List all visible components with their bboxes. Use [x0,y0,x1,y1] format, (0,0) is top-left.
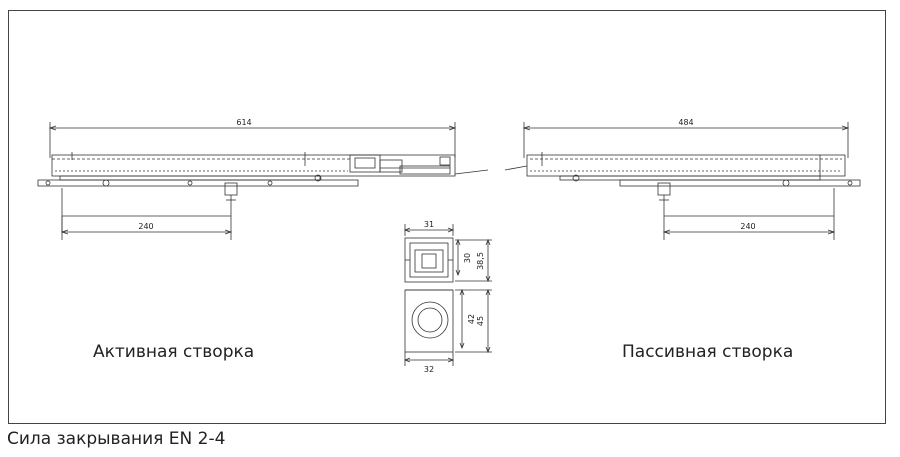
dim-section-height-outer: 38,5 [476,252,485,270]
cross-section-drawing [403,224,492,366]
closing-force-caption: Сила закрывания EN 2-4 [7,429,226,449]
active-closer-drawing [37,122,489,240]
dim-active-length: 614 [236,118,251,127]
dim-passive-length: 484 [678,118,693,127]
drawing-frame [8,10,886,424]
passive-leaf-label: Пассивная створка [622,342,794,362]
passive-closer-drawing [504,122,861,240]
dim-section-width-bottom: 32 [424,365,434,374]
dim-section-height-lower-inner: 42 [467,314,476,324]
dim-active-arm: 240 [138,222,153,231]
active-leaf-label: Активная створка [93,342,255,362]
dim-passive-arm: 240 [740,222,755,231]
dim-section-height-inner: 30 [463,253,472,263]
dim-section-height-lower-outer: 45 [476,316,485,326]
dim-section-width-top: 31 [424,220,434,229]
